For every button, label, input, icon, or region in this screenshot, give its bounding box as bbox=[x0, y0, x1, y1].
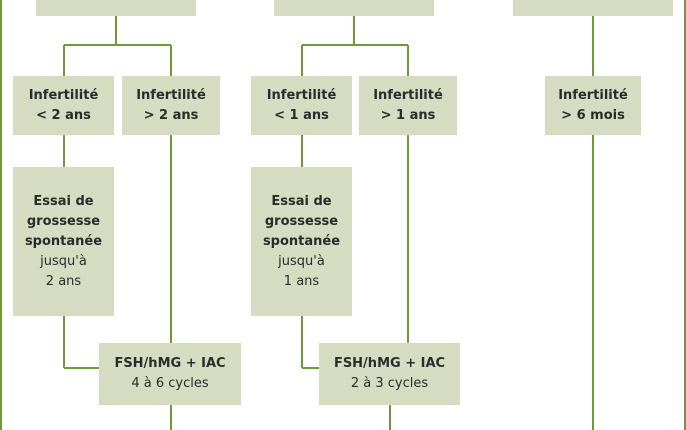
infertilite-lt-1-ans-duration: < 1 ans bbox=[274, 107, 329, 123]
infertilite-gt-1-ans-box: Infertilité > 1 ans bbox=[359, 76, 457, 135]
infertilite-lt-2-ans-box: Infertilité < 2 ans bbox=[13, 76, 114, 135]
fsh-hmg-iac-2-3-box: FSH/hMG + IAC 2 à 3 cycles bbox=[319, 343, 460, 405]
infertilite-gt-6-mois-box: Infertilité > 6 mois bbox=[545, 76, 641, 135]
essai-1ans-line4: jusqu'à bbox=[278, 253, 325, 269]
fsh-4-6-cycles: 4 à 6 cycles bbox=[131, 376, 209, 391]
essai-2ans-line1: Essai de bbox=[33, 193, 94, 209]
bilan-1-an-box bbox=[36, 0, 196, 16]
infertilite-lt-2-ans-title: Infertilité bbox=[28, 87, 99, 103]
essai-1ans-line5: 1 ans bbox=[283, 273, 320, 289]
infertilite-gt-2-ans-box: Infertilité > 2 ans bbox=[122, 76, 220, 135]
infertilite-lt-1-ans-box: Infertilité < 1 ans bbox=[251, 76, 352, 135]
infertilite-lt-2-ans-duration: < 2 ans bbox=[36, 107, 91, 123]
essai-grossesse-1-ans-box: Essai de grossesse spontanée jusqu'à 1 a… bbox=[251, 167, 352, 316]
infertilite-gt-2-ans-duration: > 2 ans bbox=[143, 107, 199, 123]
essai-2ans-line2: grossesse bbox=[26, 213, 101, 229]
fsh-2-3-title: FSH/hMG + IAC bbox=[333, 356, 446, 371]
essai-2ans-line4: jusqu'à bbox=[40, 253, 87, 269]
infertilite-lt-1-ans-title: Infertilité bbox=[266, 87, 337, 103]
infertilite-gt-1-ans-title: Infertilité bbox=[373, 87, 443, 103]
essai-1ans-line1: Essai de bbox=[271, 193, 332, 209]
essai-1ans-line3: spontanée bbox=[262, 233, 341, 249]
infertilite-gt-2-ans-title: Infertilité bbox=[136, 87, 206, 103]
essai-grossesse-2-ans-box: Essai de grossesse spontanée jusqu'à 2 a… bbox=[13, 167, 114, 316]
essai-2ans-line3: spontanée bbox=[24, 233, 103, 249]
infertilite-gt-1-ans-duration: > 1 ans bbox=[380, 107, 436, 123]
bilan-6-mois-box bbox=[274, 0, 434, 16]
essai-1ans-line2: grossesse bbox=[264, 213, 339, 229]
bilan-immediat-box bbox=[513, 0, 673, 16]
fsh-2-3-cycles: 2 à 3 cycles bbox=[350, 376, 429, 391]
infertilite-gt-6-mois-title: Infertilité bbox=[558, 87, 628, 103]
essai-2ans-line5: 2 ans bbox=[45, 273, 82, 289]
fsh-hmg-iac-4-6-box: FSH/hMG + IAC 4 à 6 cycles bbox=[99, 343, 241, 405]
infertilite-gt-6-mois-duration: > 6 mois bbox=[561, 107, 625, 123]
fsh-4-6-title: FSH/hMG + IAC bbox=[114, 356, 226, 371]
